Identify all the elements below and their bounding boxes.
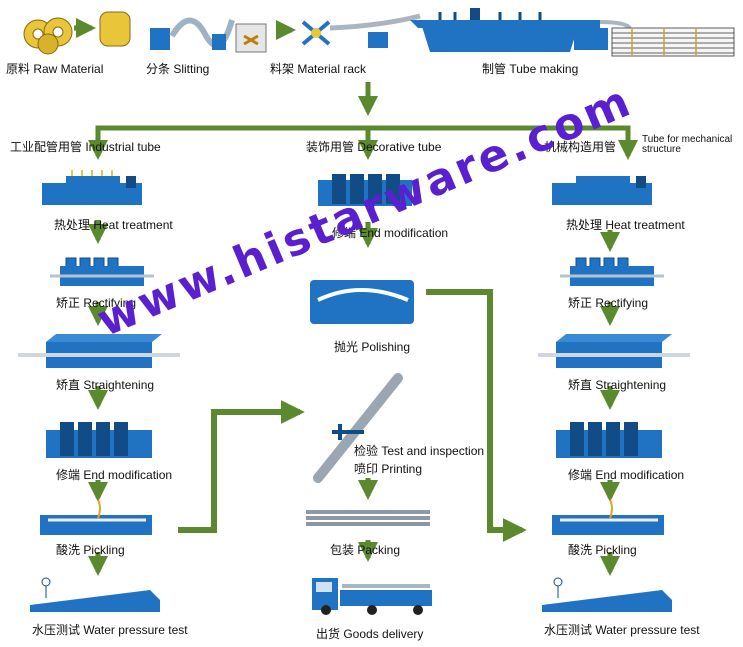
decorative-end-modification-icon xyxy=(318,174,412,206)
industrial-step-label: 矫正 Rectifying xyxy=(56,296,137,310)
water-pressure-tester-icon xyxy=(30,577,160,612)
mech-rectifying-machine-icon xyxy=(560,257,664,286)
slitting-label: 分条 Slitting xyxy=(146,62,210,76)
slitting-machine-icon xyxy=(99,11,267,53)
mechanical-step-label: 酸洗 Pickling xyxy=(568,543,637,557)
mechanical-step-label: 热处理 Heat treatment xyxy=(566,218,685,232)
industrial-step-label: 矫直 Straightening xyxy=(56,378,155,392)
decorative-step-label: 包装 Packing xyxy=(330,543,401,557)
rectifying-machine-icon xyxy=(50,257,154,286)
delivery-truck-icon xyxy=(312,578,432,615)
pickling-tank-icon xyxy=(40,499,152,535)
inspection-tube-icon xyxy=(313,373,403,483)
material-rack-icon xyxy=(301,13,421,48)
mech-water-pressure-tester-icon xyxy=(542,577,672,612)
packing-bundle-icon xyxy=(306,510,430,526)
mechanical-tube-title-en: Tube for mechanical structure xyxy=(642,134,733,155)
decorative-step-label: 出货 Goods delivery xyxy=(316,627,424,641)
industrial-step-label: 酸洗 Pickling xyxy=(56,543,125,557)
mechanical-step-label: 矫正 Rectifying xyxy=(568,296,649,310)
material-rack-label: 料架 Material rack xyxy=(270,62,367,76)
raw-material-coils-icon xyxy=(23,17,73,55)
industrial-tube-title: 工业配管用管 Industrial tube xyxy=(10,140,161,154)
decorative-tube-title: 装饰用管 Decorative tube xyxy=(306,140,442,154)
main-branch-connectors xyxy=(88,82,638,160)
decorative-step-label: 修端 End modification xyxy=(332,226,449,240)
mechanical-step-label: 水压测试 Water pressure test xyxy=(544,623,700,637)
decorative-step-label: 喷印 Printing xyxy=(354,462,423,476)
mechanical-step-label: 矫直 Straightening xyxy=(568,378,667,392)
tube-making-machine-icon xyxy=(410,8,735,57)
mech-pickling-tank-icon xyxy=(552,499,664,535)
tube-making-label: 制管 Tube making xyxy=(482,62,579,76)
industrial-step-label: 水压测试 Water pressure test xyxy=(32,623,188,637)
mech-straightening-machine-icon xyxy=(538,334,690,368)
industrial-step-label: 修端 End modification xyxy=(56,468,173,482)
decorative-step-label: 抛光 Polishing xyxy=(334,340,411,354)
heat-treatment-furnace-icon xyxy=(42,170,142,205)
mech-heat-treatment-furnace-icon xyxy=(552,176,652,205)
end-modification-machine-icon xyxy=(46,422,152,458)
cross-link-arrows xyxy=(178,289,527,542)
industrial-step-label: 热处理 Heat treatment xyxy=(54,218,173,232)
straightening-machine-icon xyxy=(18,334,180,368)
mechanical-tube-title: 机械构造用管 xyxy=(544,140,617,154)
mechanical-step-label: 修端 End modification xyxy=(568,468,685,482)
raw-material-label: 原料 Raw Material xyxy=(6,62,104,76)
decorative-step-label: 检验 Test and inspection xyxy=(354,444,485,458)
polishing-machine-icon xyxy=(310,280,414,324)
mech-end-modification-machine-icon xyxy=(556,422,662,458)
